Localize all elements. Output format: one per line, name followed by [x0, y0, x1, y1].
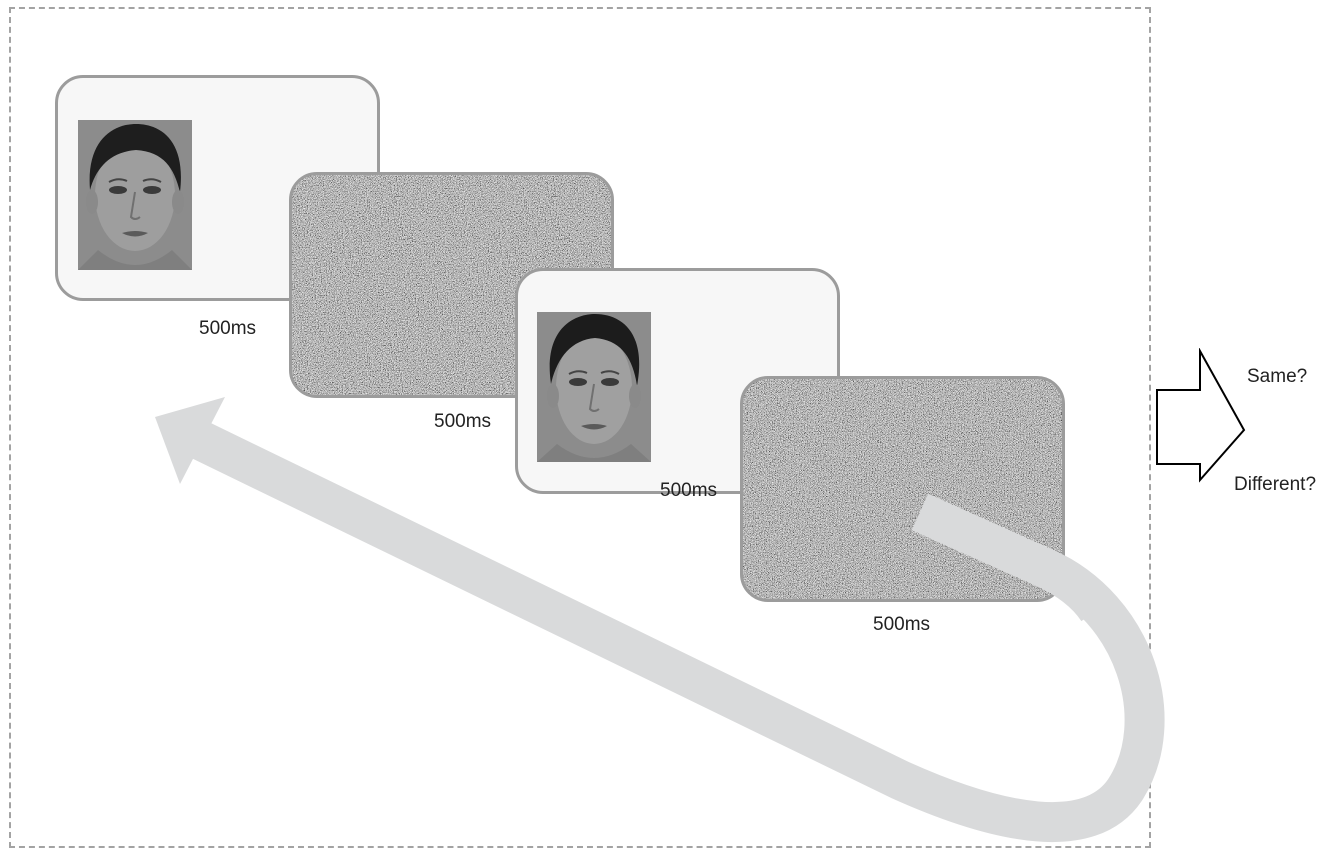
right-arrow-icon — [1156, 348, 1246, 483]
response-option-different: Different? — [1234, 474, 1317, 495]
trial-frame — [9, 7, 1151, 848]
noise-mask-screen-2 — [740, 376, 1065, 602]
duration-label: 500ms — [873, 614, 931, 635]
response-option-same: Same? — [1247, 366, 1308, 387]
duration-label: 500ms — [199, 318, 257, 339]
duration-label: 500ms — [434, 411, 492, 432]
face-image — [78, 120, 192, 270]
face-image — [537, 312, 651, 462]
duration-label: 500ms — [660, 480, 718, 501]
